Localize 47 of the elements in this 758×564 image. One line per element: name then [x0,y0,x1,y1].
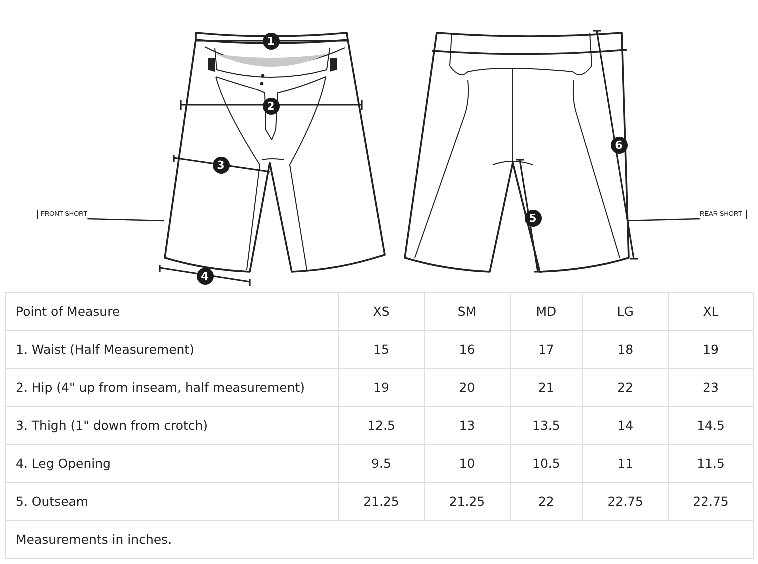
table-cell: 22.75 [582,482,668,520]
callout-number: 5 [524,210,542,226]
shorts-drawing [260,32,630,273]
table-cell: 21 [510,368,583,406]
column-header: MD [510,292,583,330]
column-header: LG [582,292,668,330]
callout-number: 4 [196,268,214,284]
callout-number: 1 [262,32,280,50]
row-label: 5. Outseam [6,482,339,520]
leader-line [88,218,164,222]
table-cell: 14.5 [668,406,754,444]
row-label: 4. Leg Opening [6,444,339,482]
table-cell: 21.25 [424,482,510,520]
column-header: XS [338,292,424,330]
shorts-drawing [164,32,386,273]
table-cell: 11 [582,444,668,482]
table-cell: 19 [668,330,754,368]
table-cell: 9.5 [338,444,424,482]
callout-number: 2 [262,98,280,114]
table-cell: 15 [338,330,424,368]
table-cell: 17 [510,330,583,368]
table-cell: 21.25 [338,482,424,520]
row-label: 2. Hip (4" up from inseam, half measurement) [6,368,339,406]
table-cell: 12.5 [338,406,424,444]
leader-line [626,218,700,222]
table-cell: 10.5 [510,444,583,482]
table-cell: 13 [424,406,510,444]
row-label: 3. Thigh (1" down from crotch) [6,406,339,444]
column-header: XL [668,292,754,330]
table-cell: 11.5 [668,444,754,482]
table-cell: 22 [582,368,668,406]
table-cell: 16 [424,330,510,368]
callout-number: 3 [212,156,230,174]
column-header: Point of Measure [6,292,339,330]
table-cell: 19 [338,368,424,406]
column-header: SM [424,292,510,330]
table-cell: 18 [582,330,668,368]
table-cell: 22.75 [668,482,754,520]
callout-number: 6 [610,136,628,154]
table-note: Measurements in inches. [6,520,754,558]
table-cell: 13.5 [510,406,583,444]
table-cell: 14 [582,406,668,444]
table-cell: 20 [424,368,510,406]
table-cell: 22 [510,482,583,520]
table-cell: 23 [668,368,754,406]
row-label: 1. Waist (Half Measurement) [6,330,339,368]
table-cell: 10 [424,444,510,482]
